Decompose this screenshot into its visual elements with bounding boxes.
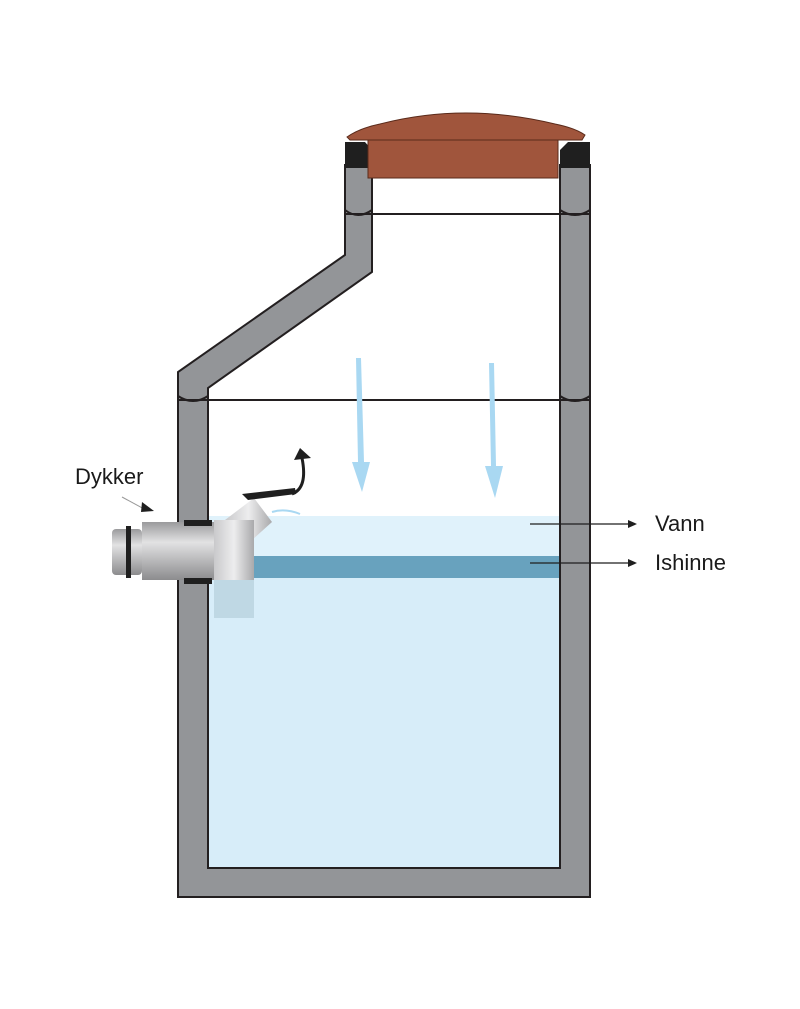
ice-layer bbox=[250, 556, 560, 578]
seal-right bbox=[560, 142, 590, 168]
lid bbox=[346, 112, 586, 179]
label-vann: Vann bbox=[655, 511, 705, 536]
dykker-pipe bbox=[112, 488, 296, 618]
seal-left bbox=[345, 142, 372, 168]
label-dykker: Dykker bbox=[75, 464, 144, 489]
label-ishinne: Ishinne bbox=[655, 550, 726, 575]
flap-arrow bbox=[291, 457, 306, 496]
flow-arrow-left bbox=[352, 358, 370, 492]
flow-arrow-right bbox=[485, 363, 503, 498]
